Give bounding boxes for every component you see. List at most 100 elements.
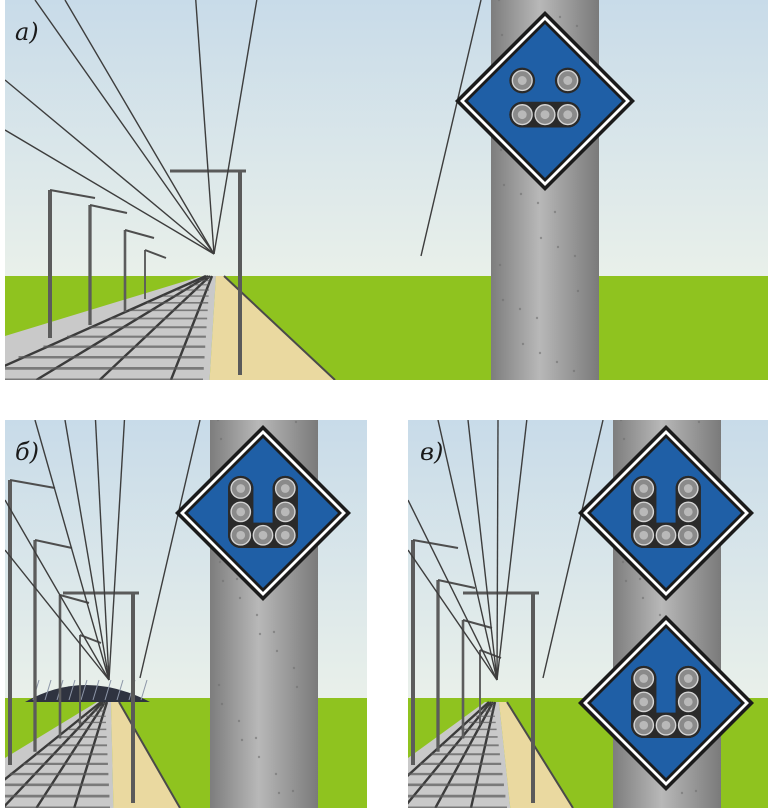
blue-diamond-signal-sign-icon xyxy=(455,11,635,191)
pole-texture xyxy=(573,254,577,258)
pole-texture xyxy=(219,437,223,441)
pole-texture xyxy=(538,351,542,355)
mast-arm xyxy=(437,579,476,589)
pole-texture xyxy=(292,666,296,670)
lamp-center xyxy=(639,674,649,683)
pole-texture xyxy=(694,789,698,793)
pole-texture xyxy=(499,148,503,152)
lamp-center xyxy=(563,110,573,120)
lamp-center xyxy=(683,530,693,540)
rail xyxy=(408,701,490,777)
overhead-wire xyxy=(64,420,110,681)
pole-texture xyxy=(294,420,298,424)
blue-diamond-signal-sign-icon xyxy=(578,615,754,791)
pole-texture xyxy=(680,791,684,795)
pole-texture xyxy=(254,736,258,740)
overhead-wire xyxy=(496,420,528,681)
blue-diamond-signal-sign-icon xyxy=(175,425,351,601)
pole-texture xyxy=(572,369,576,373)
lamp-center xyxy=(236,484,246,493)
mast-arm xyxy=(9,479,56,489)
lamp-center xyxy=(639,720,649,730)
lamp-center xyxy=(258,530,268,540)
sign-blue-field xyxy=(468,24,622,178)
guy-wire xyxy=(420,0,482,257)
panel-label-b: б) xyxy=(15,438,40,466)
overhead-wire xyxy=(108,420,126,681)
pole-texture xyxy=(498,263,502,267)
pole-texture xyxy=(619,420,623,422)
pole-texture xyxy=(258,632,262,636)
mast-arm xyxy=(59,594,90,604)
lamp-center xyxy=(683,720,693,730)
pole-texture xyxy=(277,791,281,795)
lamp-center xyxy=(683,697,693,707)
guy-wire xyxy=(139,420,201,679)
platform xyxy=(499,702,573,808)
pole-texture xyxy=(501,298,505,302)
lamp-center xyxy=(639,507,649,517)
sign-blue-field xyxy=(188,438,338,588)
sky xyxy=(5,0,768,276)
pole-texture xyxy=(535,316,539,320)
pole-texture xyxy=(521,342,525,346)
pole-texture xyxy=(272,630,276,634)
overhead-wire xyxy=(195,0,215,255)
bridge-truss xyxy=(116,679,124,701)
pole-texture xyxy=(558,15,562,19)
pole-texture xyxy=(502,183,506,187)
sign-blue-field xyxy=(591,438,741,588)
pole-texture xyxy=(576,289,580,293)
pole-texture xyxy=(240,738,244,742)
rail xyxy=(5,701,102,781)
pole-texture xyxy=(658,613,662,617)
lamp-center xyxy=(540,110,550,120)
scene-b xyxy=(5,420,367,808)
lamp-center xyxy=(280,530,290,540)
bridge-truss xyxy=(140,679,148,701)
overhead-wire xyxy=(408,549,498,681)
pole-texture xyxy=(221,579,225,583)
pole-texture xyxy=(218,560,222,564)
mast-arm xyxy=(34,539,73,549)
pole-texture xyxy=(295,685,299,689)
panel-c: в) xyxy=(408,420,768,808)
bridge-truss xyxy=(44,679,52,701)
overhead-wire xyxy=(5,549,110,681)
pole-texture xyxy=(220,702,224,706)
platform-edge xyxy=(118,701,181,808)
overhead-wire xyxy=(34,420,110,681)
lamp-center xyxy=(639,697,649,707)
lamp-center xyxy=(661,720,671,730)
lamp-center xyxy=(639,530,649,540)
pole-texture xyxy=(237,719,241,723)
pole-texture xyxy=(575,24,579,28)
pole-texture xyxy=(536,201,540,205)
bridge-truss xyxy=(92,679,100,701)
pole-texture xyxy=(497,0,501,2)
scene-a xyxy=(5,0,768,380)
pole-texture xyxy=(291,789,295,793)
mast-arm xyxy=(124,229,155,239)
pole-texture xyxy=(553,210,557,214)
lamp-center xyxy=(683,507,693,517)
pole-texture xyxy=(255,613,259,617)
pole-texture xyxy=(217,683,221,687)
pole-texture xyxy=(518,307,522,311)
pole-texture xyxy=(539,236,543,240)
overhead-wire xyxy=(5,79,215,255)
pole-texture xyxy=(624,579,628,583)
pole-texture xyxy=(275,649,279,653)
pole-texture xyxy=(257,755,261,759)
mast-arm xyxy=(49,189,96,199)
lamp-center xyxy=(236,507,246,517)
lamp-center xyxy=(517,110,527,120)
platform xyxy=(111,702,180,808)
lamp-center xyxy=(661,530,671,540)
lamp-center xyxy=(563,76,573,85)
lamp-center xyxy=(236,530,246,540)
overhead-wire xyxy=(34,0,215,255)
overhead-wire xyxy=(5,499,110,681)
overhead-wire xyxy=(437,420,498,681)
mast-arm xyxy=(144,249,167,259)
